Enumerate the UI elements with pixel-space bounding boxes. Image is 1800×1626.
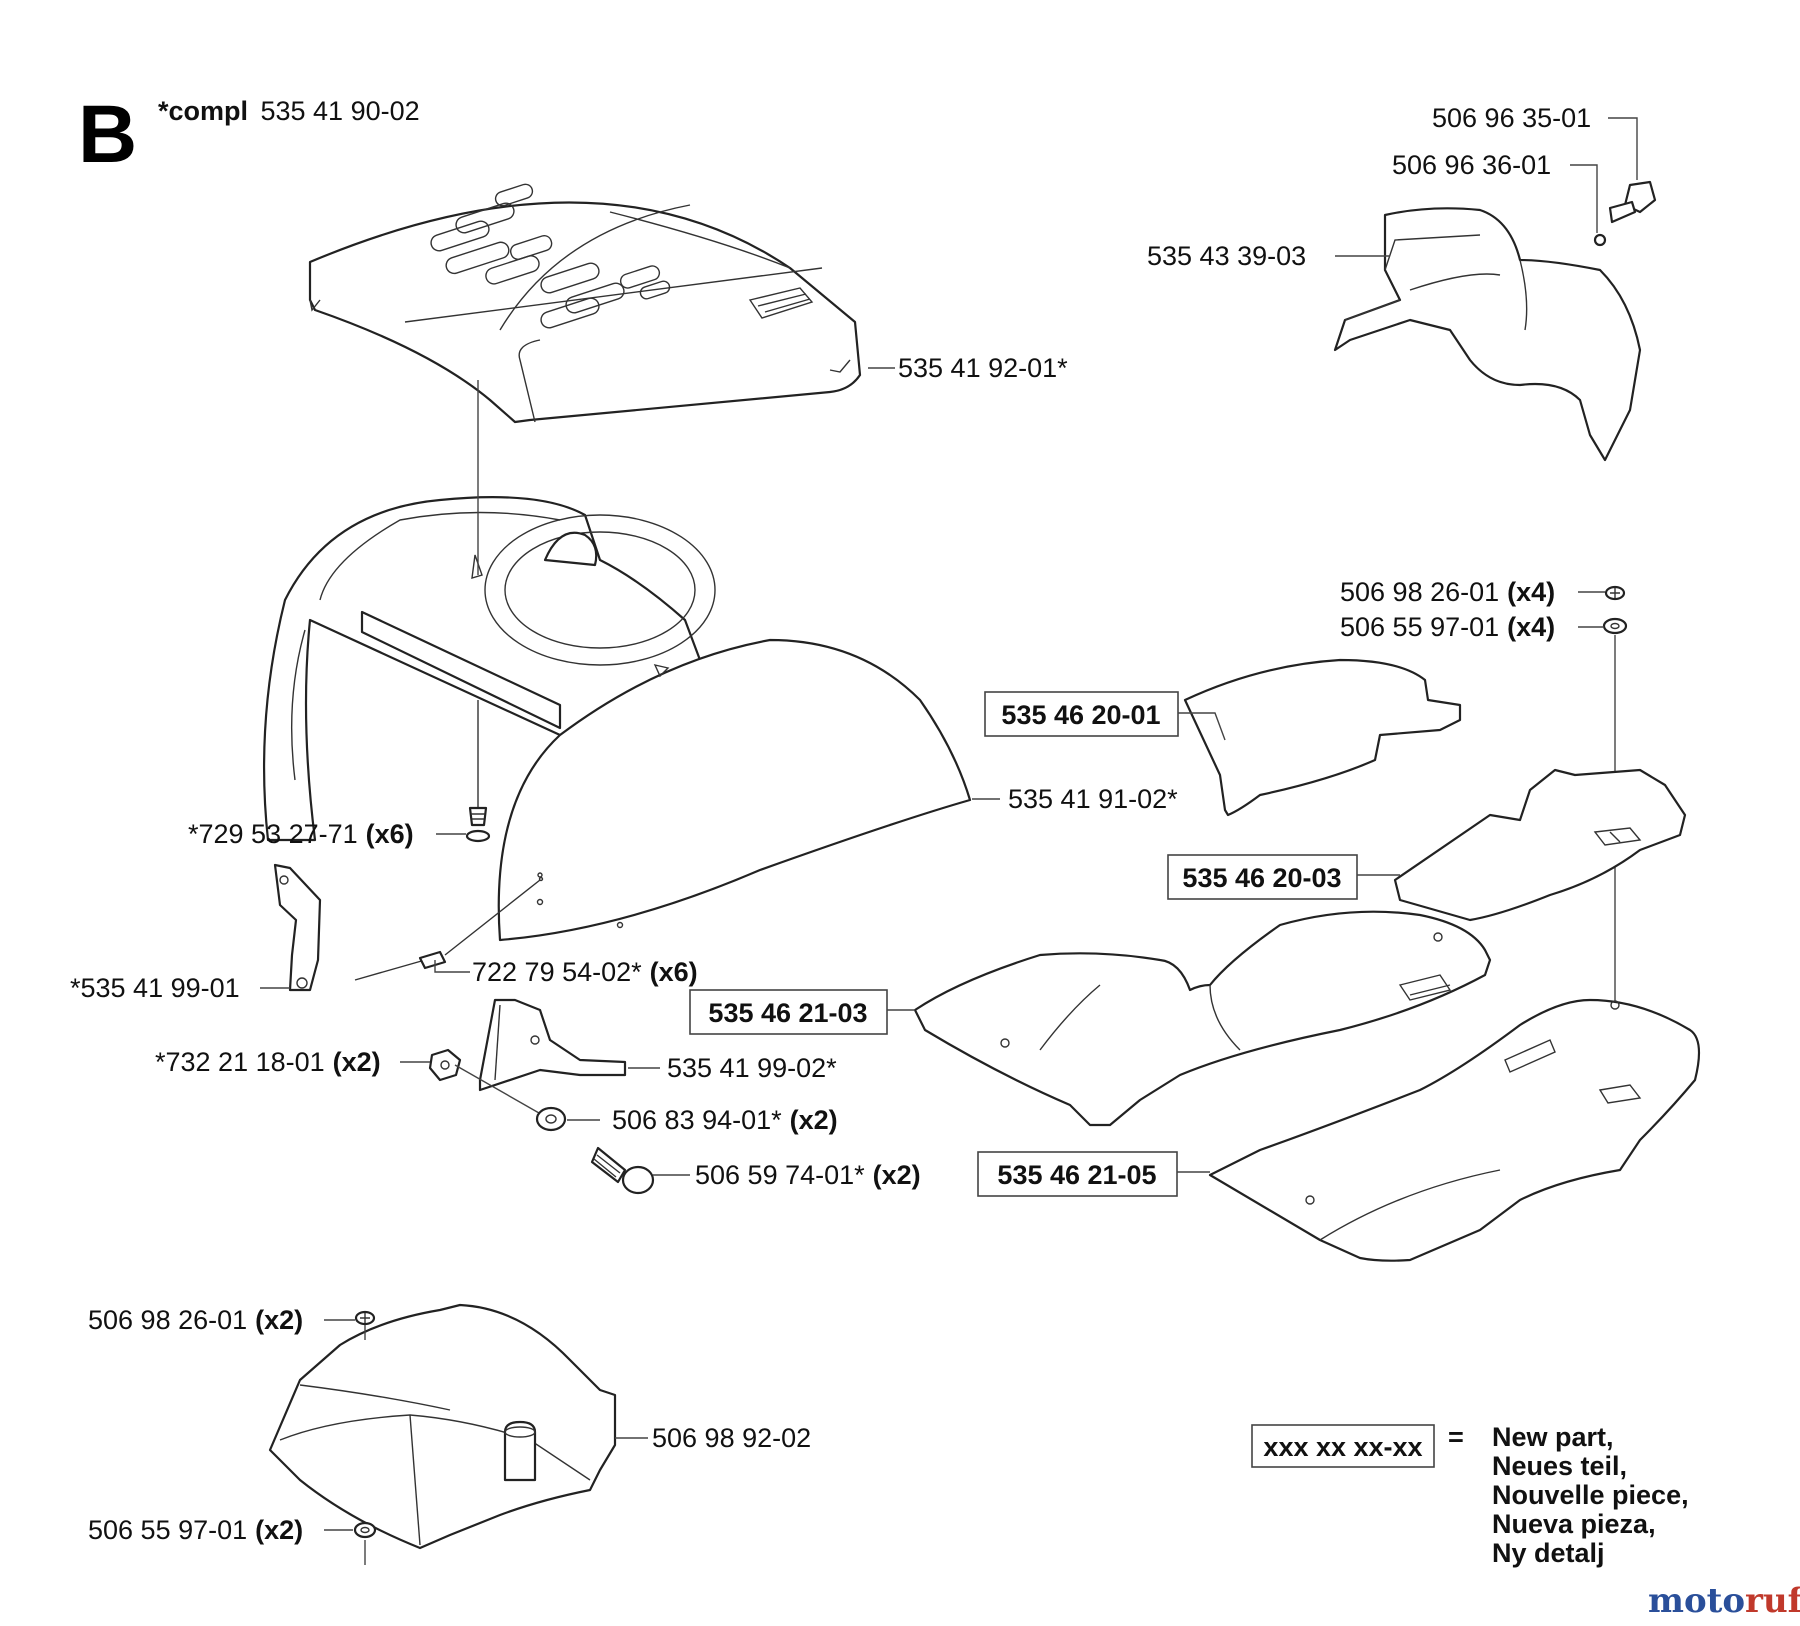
- legend-sample: xxx xx xx-xx: [1263, 1432, 1422, 1462]
- right-side-cover: [1333, 207, 1642, 462]
- legend-equals: =: [1448, 1422, 1464, 1452]
- legend: xxx xx xx-xx = New part, Neues teil, Nou…: [1251, 1422, 1689, 1568]
- bolt: [590, 1146, 655, 1195]
- vent-slots: [430, 183, 671, 329]
- complete-assembly-label: *compl 535 41 90-02: [158, 96, 420, 126]
- legend-line: Nouvelle piece,: [1492, 1480, 1689, 1510]
- callout-label: 506 98 26-01(x2): [88, 1305, 303, 1335]
- bottom-box-cover: [268, 1303, 617, 1550]
- top-right-fastener: [1593, 180, 1657, 247]
- callout-label: 535 43 39-03: [1147, 241, 1306, 271]
- callout-label: *732 21 18-01(x2): [155, 1047, 381, 1077]
- svg-text:535 46 20-03: 535 46 20-03: [1182, 863, 1341, 893]
- svg-text:535 46 21-05: 535 46 21-05: [997, 1160, 1156, 1190]
- new-part-label-3: 535 46 21-03: [689, 989, 888, 1035]
- callout-label: *729 53 27-71(x6): [188, 819, 414, 849]
- panel-535-46-21-05: [1208, 998, 1701, 1262]
- new-part-label-2: 535 46 20-03: [1167, 854, 1358, 900]
- callout-label: 535 41 91-02*: [1008, 784, 1178, 814]
- callout-label: 506 83 94-01*(x2): [612, 1105, 838, 1135]
- callout-label: 535 41 92-01*: [898, 353, 1068, 383]
- callout-label: 506 98 26-01(x4): [1340, 577, 1555, 607]
- callout-label: *535 41 99-01: [70, 973, 240, 1003]
- callout-label: 506 55 97-01(x2): [88, 1515, 303, 1545]
- legend-line: Neues teil,: [1492, 1451, 1627, 1481]
- legend-line: Ny detalj: [1492, 1538, 1605, 1568]
- callout-label: 506 98 92-02: [652, 1423, 811, 1453]
- watermark-text: motoruf.de: [1648, 1581, 1800, 1621]
- box-screw: [354, 1310, 376, 1340]
- compl-number: 535 41 90-02: [260, 96, 419, 126]
- callout-label: 722 79 54-02*(x6): [472, 957, 698, 987]
- panel-535-46-20-01: [1183, 658, 1462, 817]
- grille-mesh: [748, 287, 814, 319]
- main-hood: [262, 496, 972, 942]
- callout-label: 506 96 35-01: [1432, 103, 1591, 133]
- new-part-label-4: 535 46 21-05: [977, 1151, 1178, 1197]
- rivet-pin: [354, 876, 544, 981]
- callout-label: 506 59 74-01*(x2): [695, 1160, 921, 1190]
- callout-label: 506 55 97-01(x4): [1340, 612, 1555, 642]
- watermark-logo: motoruf.de: [1648, 1581, 1800, 1621]
- right-bracket: [478, 998, 627, 1092]
- box-washer: [353, 1521, 377, 1565]
- compl-prefix: *compl: [158, 96, 248, 126]
- panel-535-46-20-03: [1393, 768, 1687, 922]
- svg-text:535 46 20-01: 535 46 20-01: [1001, 700, 1160, 730]
- legend-line: New part,: [1492, 1422, 1614, 1452]
- new-part-label-1: 535 46 20-01: [984, 691, 1179, 737]
- panel-535-46-21-03: [913, 910, 1492, 1127]
- section-letter: B: [78, 89, 137, 180]
- top-hood-cover: [308, 183, 862, 424]
- left-bracket: [273, 863, 322, 992]
- callout-label: 535 41 99-02*: [667, 1053, 837, 1083]
- svg-text:535 46 21-03: 535 46 21-03: [708, 998, 867, 1028]
- legend-line: Nueva pieza,: [1492, 1509, 1656, 1539]
- washer: [535, 1106, 567, 1132]
- leader-lines: [260, 117, 1638, 1531]
- hood-screw: [465, 700, 491, 843]
- callout-label: 506 96 36-01: [1392, 150, 1551, 180]
